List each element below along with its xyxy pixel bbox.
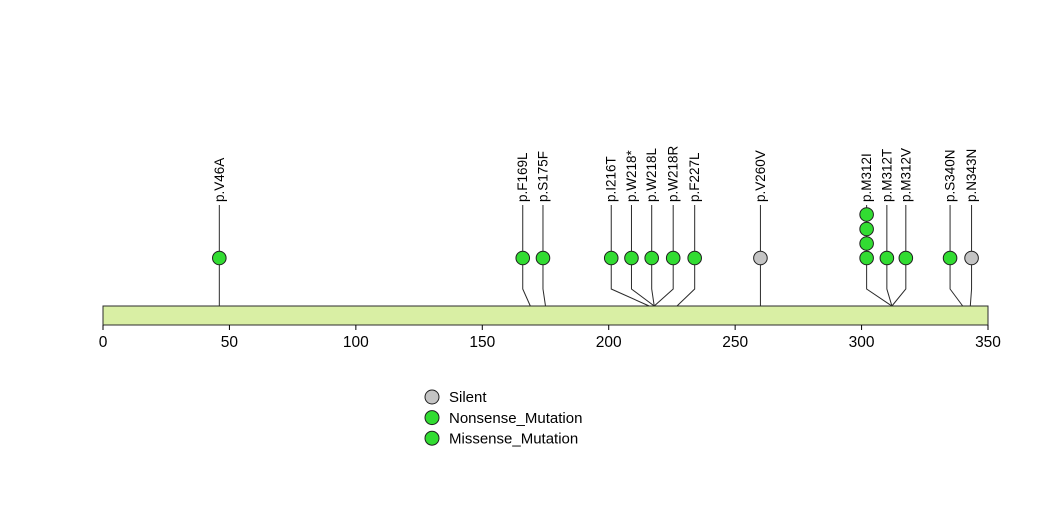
mutation-stem [886, 205, 893, 307]
mutation-marker [665, 250, 681, 266]
mutation-label: p.N343N [964, 149, 979, 202]
mutation-label: p.M312V [898, 148, 913, 202]
mutation-stem [630, 205, 655, 307]
mutation-stem [651, 205, 655, 307]
mutation-label: p.M312T [879, 149, 894, 202]
mutation-label: p.I216T [604, 156, 619, 202]
mutation-label: p.W218R [666, 145, 681, 202]
mutation-marker [859, 207, 874, 222]
legend-marker-silent [424, 389, 440, 405]
mutation-marker [687, 250, 702, 266]
mutation-marker [859, 250, 874, 266]
legend-label: Silent [449, 389, 487, 406]
x-axis-tick-label: 200 [596, 334, 622, 351]
mutation-stem [653, 205, 674, 307]
mutation-stem [949, 205, 964, 307]
mutation-marker [964, 250, 979, 266]
x-axis-tick-label: 0 [99, 334, 108, 351]
legend-label: Missense_Mutation [449, 430, 578, 447]
x-axis-tick-label: 100 [343, 334, 369, 351]
x-axis-tick-label: 150 [469, 334, 495, 351]
mutation-marker [603, 250, 619, 266]
x-axis-tick-label: 250 [722, 334, 748, 351]
mutation-label: p.F169L [515, 152, 530, 202]
mutation-stem [542, 205, 546, 307]
mutation-marker [624, 250, 639, 266]
mutation-stem [891, 205, 907, 307]
x-axis-tick-label: 350 [975, 334, 1001, 351]
mutation-marker [898, 250, 914, 266]
mutation-marker [942, 250, 958, 266]
mutation-label: p.F227L [687, 152, 702, 202]
x-axis-tick-label: 50 [221, 334, 239, 351]
mutation-stem [676, 205, 696, 307]
mutation-label: p.W218* [624, 149, 639, 202]
mutation-label: p.V260V [753, 150, 768, 202]
mutation-stem [610, 205, 650, 307]
mutation-label: p.M312I [859, 153, 874, 202]
mutation-marker [879, 250, 895, 266]
mutation-stem [522, 205, 531, 307]
mutation-marker [535, 250, 551, 266]
mutation-label: p.V46A [212, 158, 227, 202]
mutation-marker [515, 250, 531, 266]
mutation-marker [212, 250, 227, 266]
legend-label: Nonsense_Mutation [449, 410, 582, 427]
mutation-label: p.W218L [644, 147, 659, 202]
mutation-marker [859, 221, 874, 237]
legend-marker-missense_mutation [424, 430, 440, 446]
mutation-marker [859, 236, 874, 251]
protein-bar [102, 305, 989, 326]
mutation-marker [644, 250, 660, 266]
x-axis-tick-label: 300 [849, 334, 875, 351]
mutation-label: p.S340N [943, 149, 958, 202]
mutation-stem [969, 205, 973, 307]
legend-marker-nonsense_mutation [424, 410, 440, 426]
mutation-label: p.S175F [535, 151, 550, 202]
mutation-marker [753, 250, 768, 266]
